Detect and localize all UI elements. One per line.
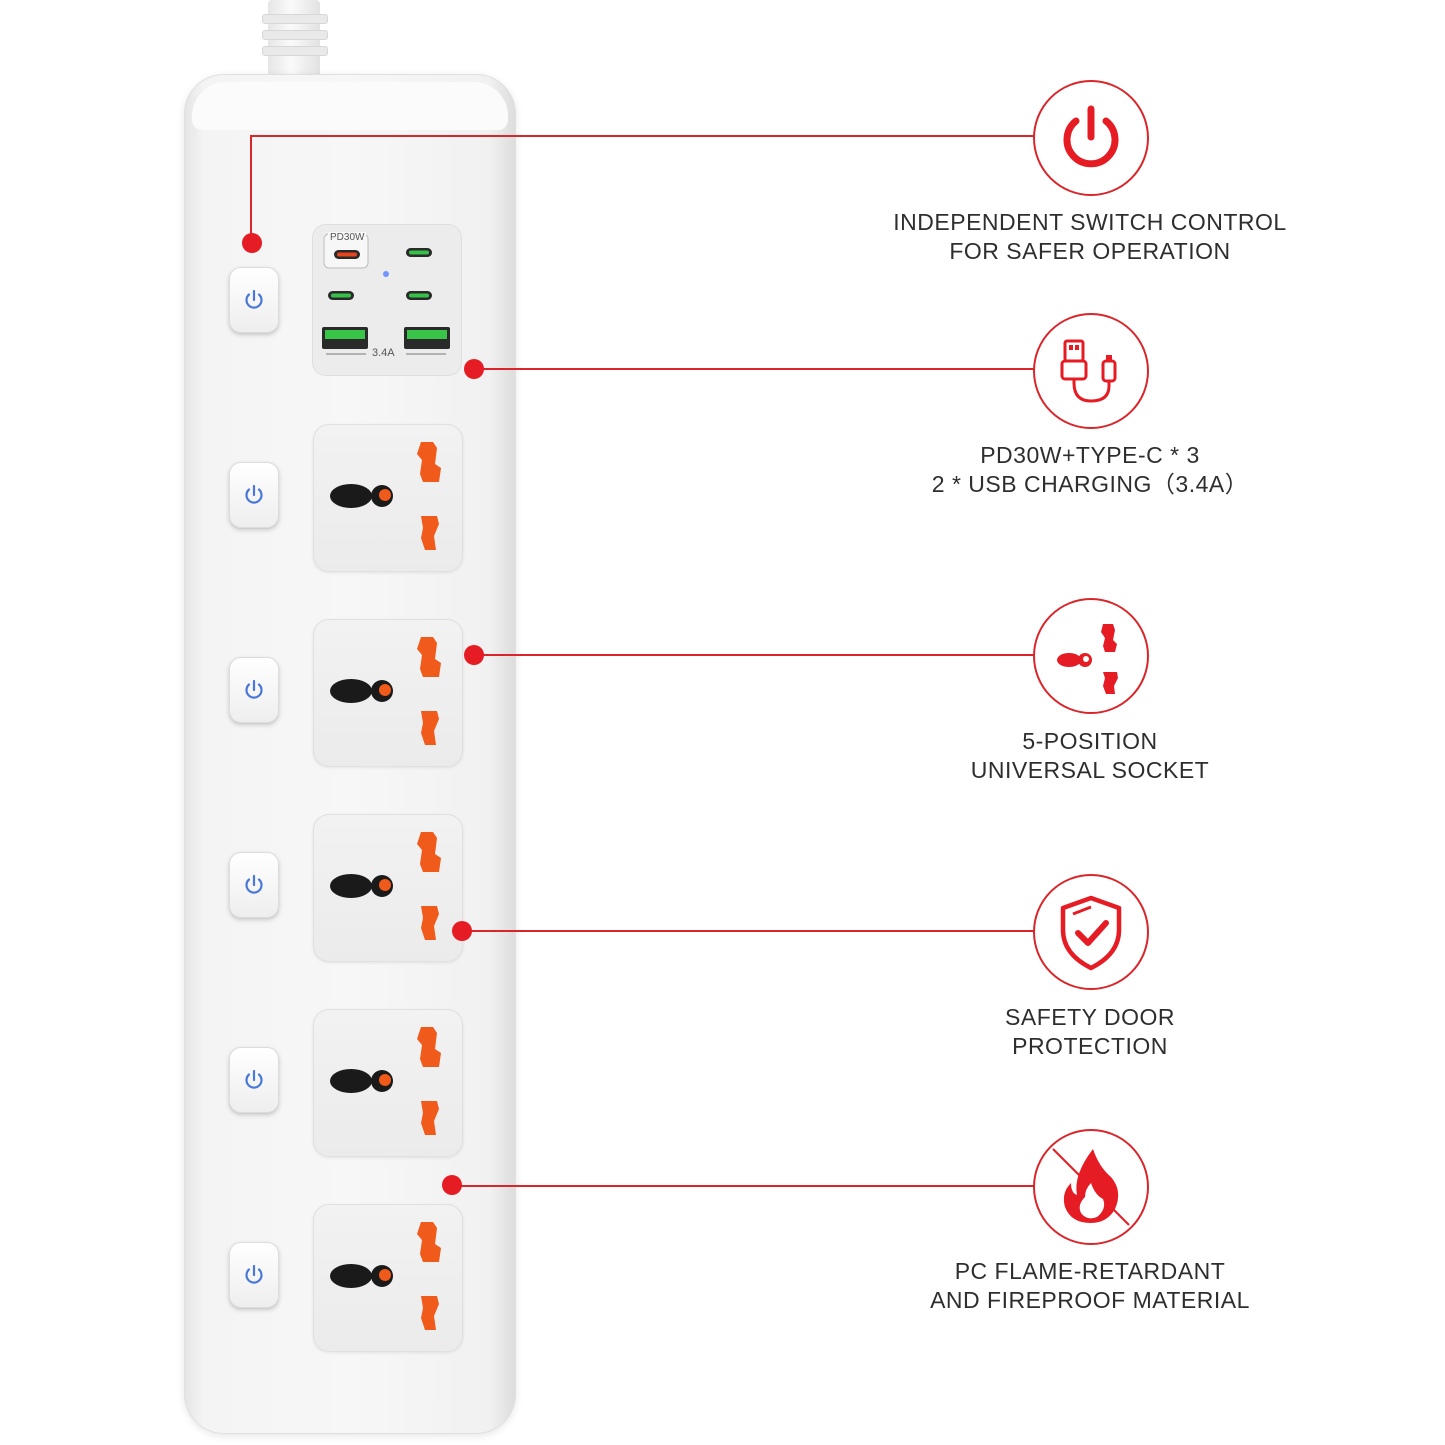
feature-caption-line: PROTECTION: [1012, 1033, 1168, 1059]
universal-socket-icon: [1057, 624, 1118, 694]
socket-5-switch-button[interactable]: [229, 1242, 279, 1308]
universal-socket-3[interactable]: [313, 814, 463, 962]
socket-1-switch-button[interactable]: [229, 462, 279, 528]
callout-dot: [464, 645, 484, 665]
socket-holes: [330, 1027, 441, 1135]
feature-caption-fireproof: PC FLAME-RETARDANT AND FIREPROOF MATERIA…: [880, 1257, 1300, 1315]
universal-socket-4[interactable]: [313, 1009, 463, 1157]
feature-caption-socket: 5-POSITION UNIVERSAL SOCKET: [880, 727, 1300, 785]
callout-line: [462, 930, 1034, 932]
socket-holes: [330, 832, 441, 940]
universal-socket-2[interactable]: [313, 619, 463, 767]
universal-socket-5[interactable]: [313, 1204, 463, 1352]
pd-port-label: PD30W: [328, 232, 367, 243]
callout-line: [250, 135, 1034, 137]
feature-caption-line: INDEPENDENT SWITCH CONTROL: [893, 209, 1287, 235]
feature-caption-line: AND FIREPROOF MATERIAL: [930, 1287, 1250, 1313]
cord-ridge: [262, 14, 328, 24]
feature-caption-safety: SAFETY DOOR PROTECTION: [880, 1003, 1300, 1061]
callout-dot: [452, 921, 472, 941]
cord-ridge: [262, 46, 328, 56]
usb-charging-panel: PD30W 3.4A: [312, 224, 462, 376]
feature-circle-safety: [1033, 874, 1149, 990]
socket-2-switch-button[interactable]: [229, 657, 279, 723]
usb-cable-icon: [1060, 339, 1117, 403]
feature-caption-line: PC FLAME-RETARDANT: [954, 1258, 1226, 1284]
callout-dot: [442, 1175, 462, 1195]
callout-line: [250, 136, 252, 242]
callout-line: [474, 368, 1034, 370]
socket-holes: [330, 442, 441, 550]
socket-holes: [330, 1222, 441, 1330]
feature-caption-line: SAFETY DOOR: [1005, 1004, 1175, 1030]
power-strip-cap: [192, 82, 508, 130]
universal-socket-1[interactable]: [313, 424, 463, 572]
shield-check-icon: [1060, 895, 1122, 971]
power-icon: [245, 1069, 263, 1089]
usb-ports-graphic: [322, 233, 450, 355]
cord-ridge: [262, 30, 328, 40]
callout-line: [474, 654, 1034, 656]
power-icon: [245, 289, 263, 309]
usb-switch-button[interactable]: [229, 267, 279, 333]
feature-caption-line: 5-POSITION: [1022, 728, 1158, 754]
feature-circle-usb: [1033, 313, 1149, 429]
power-icon: [1063, 105, 1119, 168]
socket-4-switch-button[interactable]: [229, 1047, 279, 1113]
feature-circle-socket: [1033, 598, 1149, 714]
usb-a-current-label: 3.4A: [372, 347, 395, 359]
power-icon: [245, 679, 263, 699]
feature-caption-line: FOR SAFER OPERATION: [949, 238, 1231, 264]
feature-circle-fireproof: [1033, 1129, 1149, 1245]
feature-caption-switch: INDEPENDENT SWITCH CONTROL FOR SAFER OPE…: [880, 208, 1300, 266]
feature-caption-line: UNIVERSAL SOCKET: [970, 757, 1210, 783]
socket-holes: [330, 637, 441, 745]
callout-dot: [242, 233, 262, 253]
callout-dot: [464, 359, 484, 379]
socket-3-switch-button[interactable]: [229, 852, 279, 918]
power-icon: [245, 874, 263, 894]
callout-line: [452, 1185, 1034, 1187]
feature-circle-switch: [1033, 80, 1149, 196]
power-icon: [245, 484, 263, 504]
feature-caption-line: PD30W+TYPE-C * 3: [980, 442, 1200, 468]
feature-caption-usb: PD30W+TYPE-C * 3 2 * USB CHARGING（3.4A）: [880, 441, 1300, 499]
no-fire-icon: [1052, 1148, 1130, 1226]
power-icon: [245, 1264, 263, 1284]
feature-caption-line: 2 * USB CHARGING（3.4A）: [931, 471, 1249, 497]
